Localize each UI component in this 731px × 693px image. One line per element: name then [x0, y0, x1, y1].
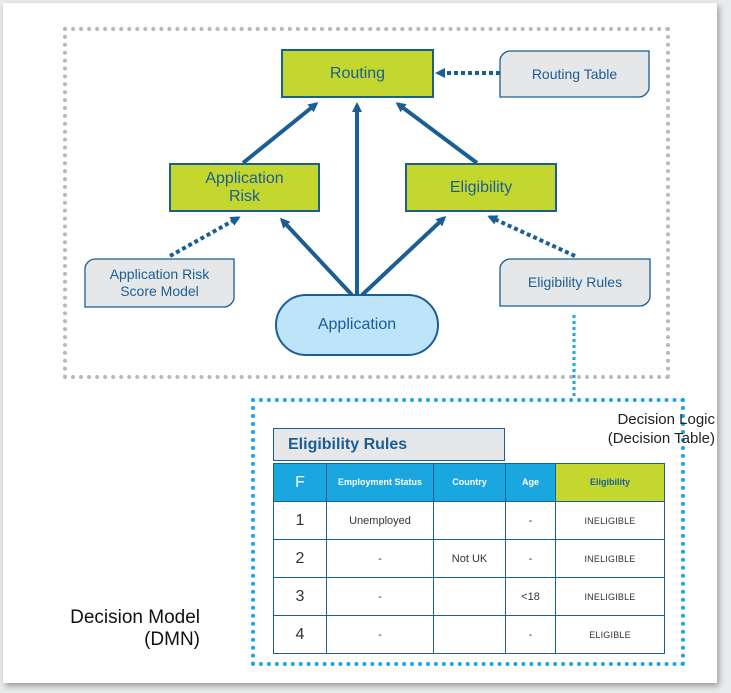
cell-country	[433, 501, 506, 540]
cell-eligibility: INELIGIBLE	[555, 577, 665, 616]
table-row: 4 - - ELIGIBLE	[273, 615, 665, 654]
table-row: 3 - <18 INELIGIBLE	[273, 577, 665, 616]
cell-employment-status: -	[326, 539, 434, 578]
column-header-eligibility: Eligibility	[555, 463, 665, 502]
rule-number: 2	[273, 539, 327, 578]
cell-country: Not UK	[433, 539, 506, 578]
hit-policy-cell: F	[273, 463, 327, 502]
edge-risk-to-routing	[241, 102, 319, 165]
decision-model-frame	[63, 27, 670, 379]
decision-routing-label: Routing	[329, 64, 386, 82]
decision-routing: Routing	[281, 49, 434, 98]
column-header-age: Age	[505, 463, 556, 502]
decision-eligibility-label: Eligibility	[449, 178, 513, 196]
edge-application-to-eligibility	[360, 215, 447, 297]
decision-table-header-row: F Employment Status Country Age Eligibil…	[273, 463, 665, 502]
cell-country	[433, 615, 506, 654]
cell-age: <18	[505, 577, 556, 616]
cell-country	[433, 577, 506, 616]
rule-number: 4	[273, 615, 327, 654]
rule-number: 1	[273, 501, 327, 540]
knowledge-source-application-risk-score-model-label: Application Risk Score Model	[109, 266, 210, 299]
cell-employment-status: Unemployed	[326, 501, 434, 540]
decision-model-label-line2: (DMN)	[144, 629, 200, 650]
column-header-employment-status: Employment Status	[326, 463, 434, 502]
decision-application-risk-label: Application Risk	[205, 169, 284, 205]
decision-logic-label-line2: (Decision Table)	[607, 430, 715, 447]
knowledge-source-routing-table: Routing Table	[499, 50, 650, 98]
cell-employment-status: -	[326, 577, 434, 616]
cell-age: -	[505, 501, 556, 540]
cell-eligibility: INELIGIBLE	[555, 539, 665, 578]
decision-logic-frame	[251, 398, 685, 666]
decision-eligibility: Eligibility	[405, 163, 557, 212]
decision-table: F Employment Status Country Age Eligibil…	[273, 463, 665, 654]
input-data-application-label: Application	[317, 316, 397, 333]
knowledge-source-routing-table-label: Routing Table	[531, 65, 618, 82]
cell-eligibility: ELIGIBLE	[555, 615, 665, 654]
knowledge-source-shape	[499, 258, 651, 307]
decision-logic-label-line1: Decision Logic	[617, 411, 715, 428]
cell-employment-status: -	[326, 615, 434, 654]
decision-logic-label: Decision Logic (Decision Table)	[515, 410, 715, 448]
decision-model-label-line1: Decision Model	[70, 607, 200, 628]
decision-table-name: Eligibility Rules	[273, 428, 505, 461]
cell-age: -	[505, 539, 556, 578]
knowledge-source-application-risk-score-model: Application Risk Score Model	[84, 258, 235, 308]
knowledge-source-eligibility-rules-label: Eligibility Rules	[527, 274, 623, 290]
edge-eligibility-rules-to-eligibility	[487, 215, 576, 258]
cell-age: -	[505, 615, 556, 654]
edge-application-to-risk	[279, 217, 354, 297]
edge-risk-model-to-risk	[169, 216, 241, 258]
rule-number: 3	[273, 577, 327, 616]
table-row: 2 - Not UK - INELIGIBLE	[273, 539, 665, 578]
input-data-application: Application	[275, 294, 439, 356]
decision-model-label: Decision Model (DMN)	[55, 607, 200, 651]
knowledge-source-shape	[499, 50, 650, 98]
cell-eligibility: INELIGIBLE	[555, 501, 665, 540]
decision-application-risk: Application Risk	[169, 163, 320, 212]
table-row: 1 Unemployed - INELIGIBLE	[273, 501, 665, 540]
knowledge-source-eligibility-rules: Eligibility Rules	[499, 258, 651, 307]
column-header-country: Country	[433, 463, 506, 502]
knowledge-source-shape	[84, 258, 235, 308]
edge-eligibility-to-routing	[395, 102, 479, 165]
